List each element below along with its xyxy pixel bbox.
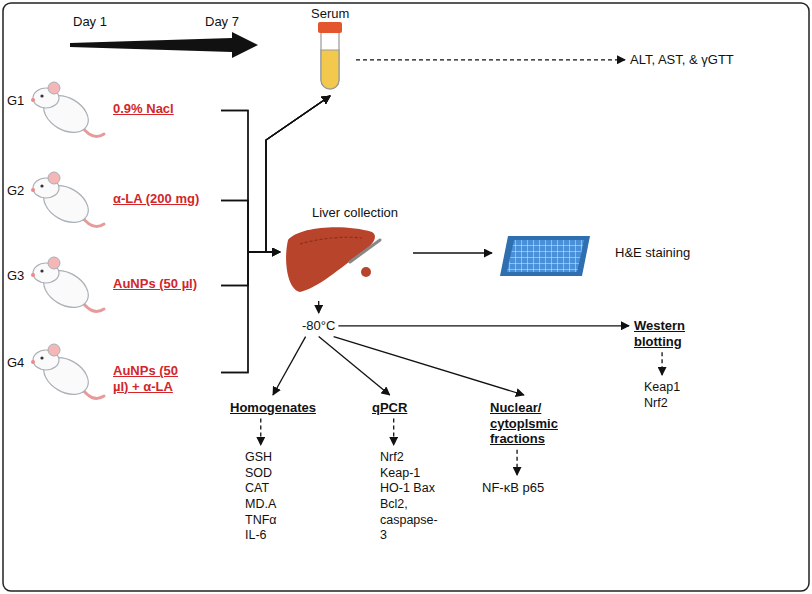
rat-ear (48, 344, 60, 356)
flow-arrow (221, 96, 330, 252)
flow-arrow (334, 337, 524, 395)
flow-arrow (338, 325, 629, 326)
node-text: AuNPs (50 µl) (113, 276, 197, 292)
flow-arrow (318, 301, 319, 313)
rat-nose (31, 360, 35, 364)
slide-illustration (500, 236, 590, 276)
node-text: GSH SOD CAT MD.A TNFα IL-6 (245, 450, 277, 544)
node-text: -80°C (302, 318, 335, 334)
timeline-label: Day 1 (73, 14, 107, 30)
dashed-arrow (661, 352, 662, 375)
node-text: Liver collection (312, 205, 398, 221)
rat-icon (31, 257, 104, 315)
rat-nose (31, 98, 35, 102)
flow-arrow (319, 337, 390, 395)
scalpel (350, 240, 380, 262)
slide-sections (507, 240, 584, 272)
node-text: ALT, AST, & γGTT (630, 52, 734, 68)
group-row: G1 0.9% Nacl (5, 73, 220, 148)
flow-arrow (273, 337, 306, 395)
node-text: Western blotting (634, 318, 685, 349)
group-label: G4 (7, 355, 24, 371)
group-label: G2 (7, 183, 24, 199)
flow-arrow (413, 252, 492, 253)
rat-ear (48, 257, 60, 269)
marker-list: Keap1 Nrf2 (642, 378, 682, 413)
group-label: G3 (7, 268, 24, 284)
rat-nose (31, 188, 35, 192)
flow-arrow (221, 96, 330, 252)
liver-sample (361, 267, 371, 277)
node-text: α-LA (200 mg) (113, 191, 199, 207)
node-text: qPCR (372, 400, 407, 416)
timeline-arrow (70, 32, 258, 58)
node-text: 0.9% Nacl (113, 101, 174, 117)
rat-eye (40, 269, 43, 272)
storage-step: -80°C (300, 316, 337, 336)
serum-sample: Serum (305, 4, 355, 94)
rat-icon (31, 344, 104, 402)
dashed-arrow (516, 450, 517, 475)
rat-icon (31, 82, 104, 140)
flow-arrow (221, 111, 280, 253)
flow-arrow (221, 201, 280, 253)
rat-ear (48, 172, 60, 184)
method-heading: qPCR (370, 398, 409, 418)
flow-arrow (221, 252, 280, 286)
node-text: NF-κB p65 (482, 480, 544, 496)
marker-list: NF-κB p65 (480, 478, 546, 498)
liver-cut-line (300, 237, 362, 244)
serum-tube (318, 22, 342, 89)
histology-step: H&E staining (495, 228, 705, 278)
node-text: Homogenates (230, 400, 316, 416)
flow-arrow (221, 96, 330, 286)
method-heading: Western blotting (632, 316, 687, 351)
marker-list: Nrf2 Keap-1 HO-1 Bax Bcl2, caspapse-3 (378, 448, 440, 546)
rat-eye (40, 356, 43, 359)
node-text: Nrf2 Keap-1 HO-1 Bax Bcl2, caspapse-3 (380, 450, 438, 544)
group-row: G4AuNPs (50 µl) + α-LA (5, 335, 220, 410)
dashed-arrow (393, 419, 394, 445)
rat-eye (40, 184, 43, 187)
rat-icons (31, 82, 104, 402)
rat-ear (48, 82, 60, 94)
node-text: Keap1 Nrf2 (644, 380, 680, 411)
timeline-label: Day 7 (205, 14, 239, 30)
group-row: G2 α-LA (200 mg) (5, 163, 220, 238)
dashed-arrow (356, 59, 625, 60)
rat-eye (40, 94, 43, 97)
dashed-arrow (260, 419, 261, 445)
method-heading: Nuclear/ cytoplsmic fractions (488, 398, 560, 449)
frame-border (3, 3, 809, 591)
assay-list: ALT, AST, & γGTT (628, 50, 736, 70)
node-text: AuNPs (50 µl) + α-LA (113, 363, 193, 394)
method-heading: Homogenates (228, 398, 318, 418)
serum-fill (321, 50, 339, 89)
group-row: G3AuNPs (50 µl) (5, 248, 220, 323)
flow-arrow (221, 252, 280, 373)
marker-list: GSH SOD CAT MD.A TNFα IL-6 (243, 448, 279, 546)
node-text: Nuclear/ cytoplsmic fractions (490, 400, 558, 447)
rat-icon (31, 172, 104, 230)
liver-illustration (286, 227, 380, 292)
slide (500, 236, 590, 276)
tube-cap (318, 22, 342, 33)
rat-nose (31, 273, 35, 277)
liver-collection: Liver collection (282, 205, 412, 300)
tube-body (321, 32, 339, 89)
group-label: G1 (7, 93, 24, 109)
node-text: Serum (311, 6, 349, 22)
node-text: H&E staining (615, 245, 690, 261)
liver (286, 227, 375, 292)
